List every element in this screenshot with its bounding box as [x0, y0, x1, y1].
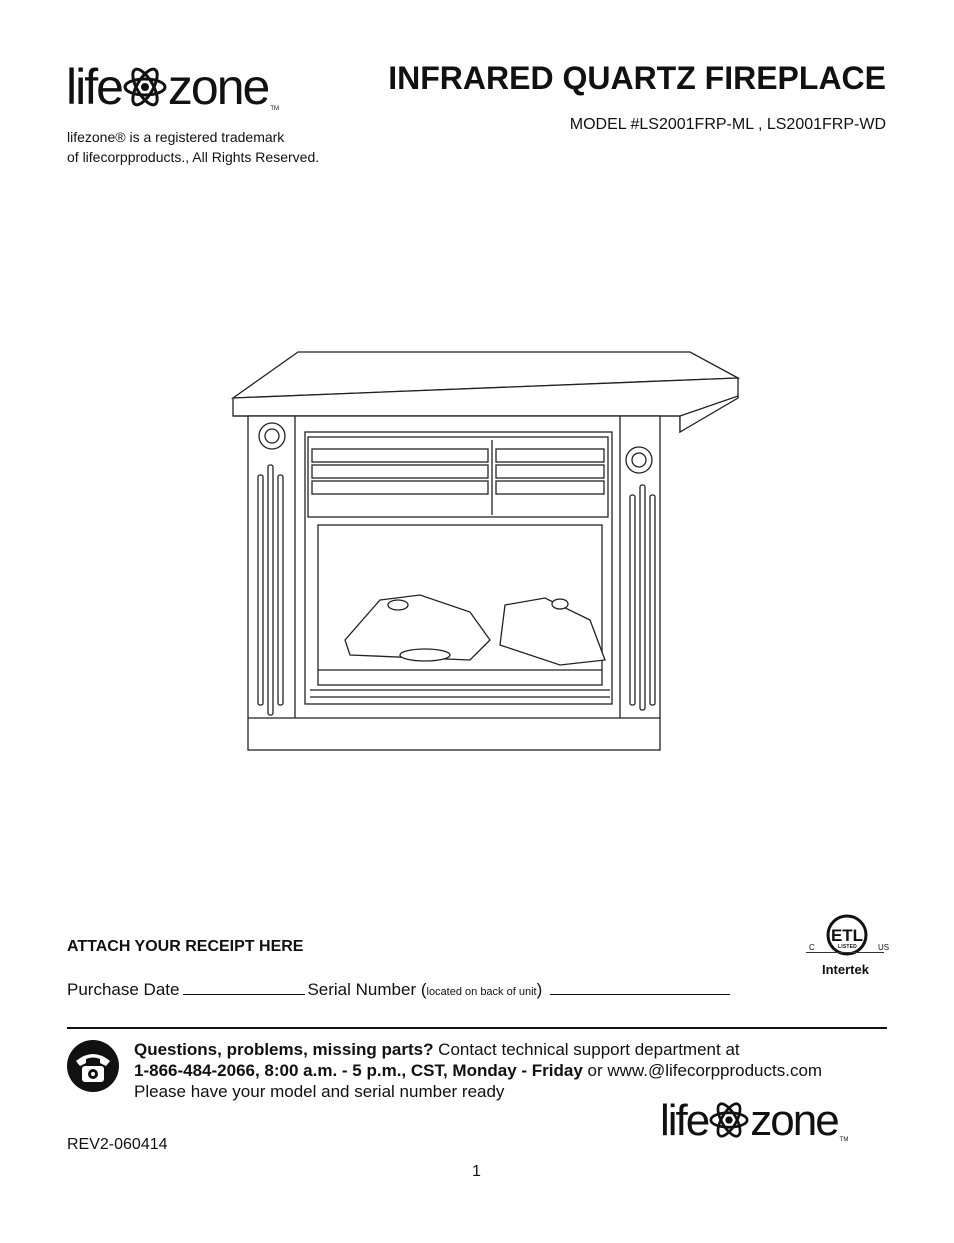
receipt-heading: ATTACH YOUR RECEIPT HERE — [67, 938, 304, 955]
serial-number-label: Serial Number ( — [307, 980, 427, 999]
purchase-date-blank[interactable] — [183, 994, 306, 995]
logo-text-left: life — [66, 59, 124, 115]
page-number: 1 — [472, 1163, 481, 1180]
intertek-label: Intertek — [822, 962, 869, 977]
receipt-fields: Purchase Date Serial Number (located on … — [67, 980, 731, 1000]
logo-tm: TM — [270, 106, 280, 112]
support-info: Questions, problems, missing parts? Cont… — [134, 1039, 822, 1102]
trademark-notice: lifezone® is a registered trademark of l… — [67, 127, 319, 167]
model-number: MODEL #LS2001FRP-ML , LS2001FRP-WD — [569, 116, 886, 133]
divider — [67, 1027, 887, 1029]
etl-us: US — [878, 943, 890, 952]
revision-code: REV2-060414 — [67, 1136, 168, 1153]
log-left — [344, 594, 491, 661]
svg-text:ETL: ETL — [831, 926, 863, 945]
etl-c: C — [809, 943, 815, 952]
log-right — [499, 597, 606, 666]
atom-icon — [709, 1102, 749, 1138]
logo-text-left: life — [660, 1096, 710, 1145]
serial-close-paren: ) — [536, 980, 543, 999]
lifezone-logo-footer: life zone TM — [660, 1096, 849, 1145]
support-phone-hours: 1-866-484-2066, 8:00 a.m. - 5 p.m., CST,… — [134, 1061, 583, 1080]
logo-tm: TM — [839, 1137, 849, 1143]
logo-text-right: zone — [750, 1096, 839, 1145]
etl-listed-label: LISTED — [838, 944, 857, 950]
page-title: INFRARED QUARTZ FIREPLACE — [388, 60, 886, 96]
etl-listed-mark: ETL LISTED C US — [809, 913, 889, 958]
support-website[interactable]: or www.@lifecorpproducts.com — [582, 1061, 823, 1080]
fireplace-illustration — [230, 351, 741, 751]
trademark-line-1: lifezone® is a registered trademark — [67, 129, 285, 145]
trademark-line-2: of lifecorpproducts., All Rights Reserve… — [67, 149, 320, 165]
atom-icon — [123, 67, 167, 107]
support-question: Questions, problems, missing parts? — [134, 1040, 434, 1059]
purchase-date-label: Purchase Date — [67, 980, 180, 999]
serial-number-blank[interactable] — [550, 994, 731, 995]
serial-number-note: located on back of unit — [426, 986, 537, 998]
support-contact-text: Contact technical support department at — [433, 1040, 740, 1059]
lifezone-logo: life zone TM — [66, 62, 279, 112]
etl-logo-icon: ETL — [826, 914, 868, 956]
logo-text-right: zone — [167, 59, 270, 115]
telephone-icon — [67, 1040, 119, 1092]
support-reminder: Please have your model and serial number… — [134, 1082, 505, 1101]
